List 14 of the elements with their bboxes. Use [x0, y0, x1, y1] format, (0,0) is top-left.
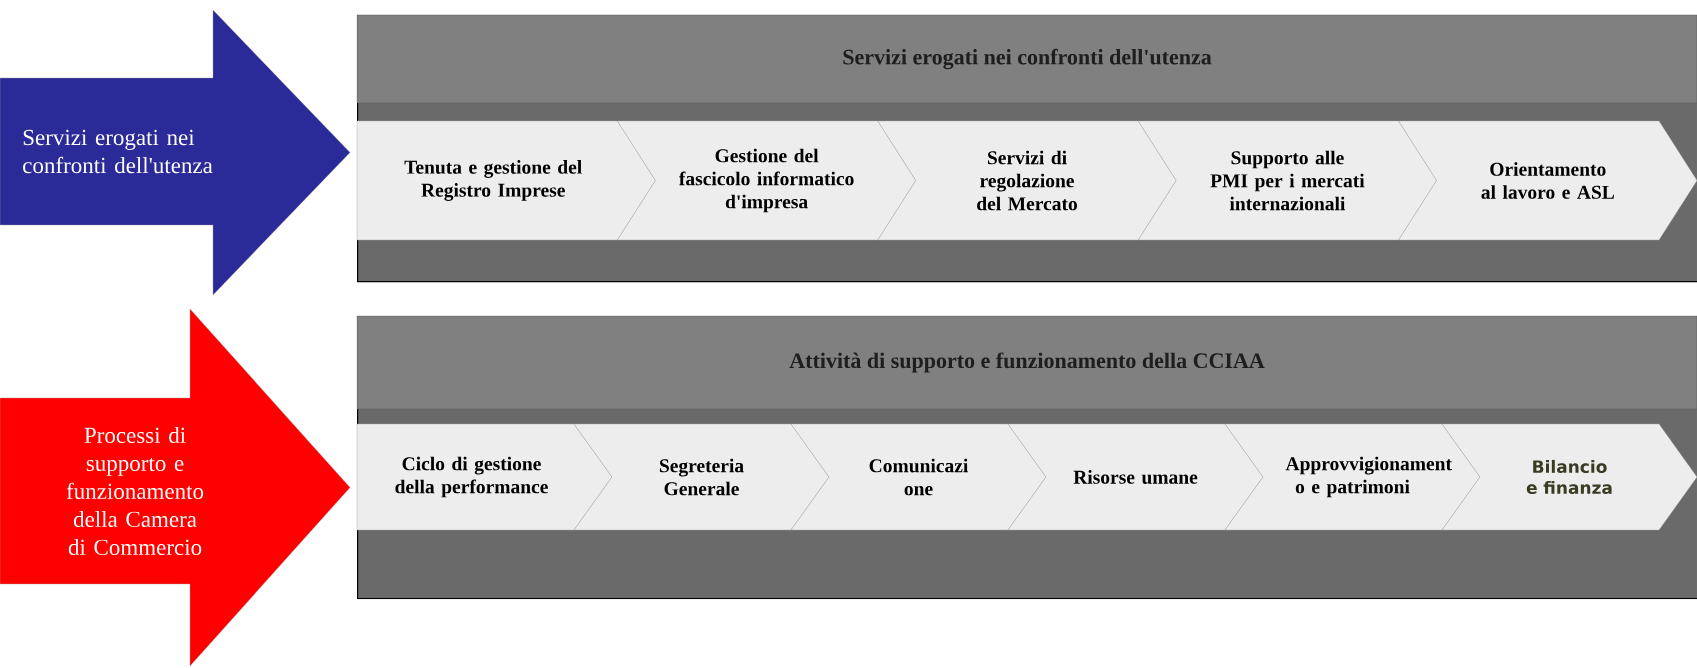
pointer-banner: Servizi erogati nei confronti dell'utenza — [0, 9, 351, 296]
chevron-step: Gestione del fascicolo informatico d'impresa — [617, 120, 916, 241]
chevron-step: Ciclo di gestione della performance — [356, 423, 613, 531]
node-label: Orientamento al lavoro e ASL — [1481, 162, 1614, 199]
chevron-step: Tenuta e gestione del Registro Imprese — [356, 120, 656, 241]
node-label: Bilancio e finanza — [1526, 459, 1612, 495]
chevron-step: Supporto alle PMI per i mercati internazionali — [1138, 120, 1437, 241]
chevron-step: Servizi di regolazione del Mercato — [877, 120, 1177, 241]
chevron-step: Approvvigionament o e patrimoni — [1224, 423, 1481, 531]
pointer-banner: Processi di supporto e funzionamento della Camera di Commercio — [0, 308, 351, 667]
chevron-step: Risorse umane — [1007, 423, 1264, 531]
chevron-step: Segreteria Generale — [573, 423, 830, 531]
chevron-step: Orientamento al lavoro e ASL — [1398, 120, 1697, 241]
chevron-step: Comunicazi one — [790, 423, 1047, 531]
